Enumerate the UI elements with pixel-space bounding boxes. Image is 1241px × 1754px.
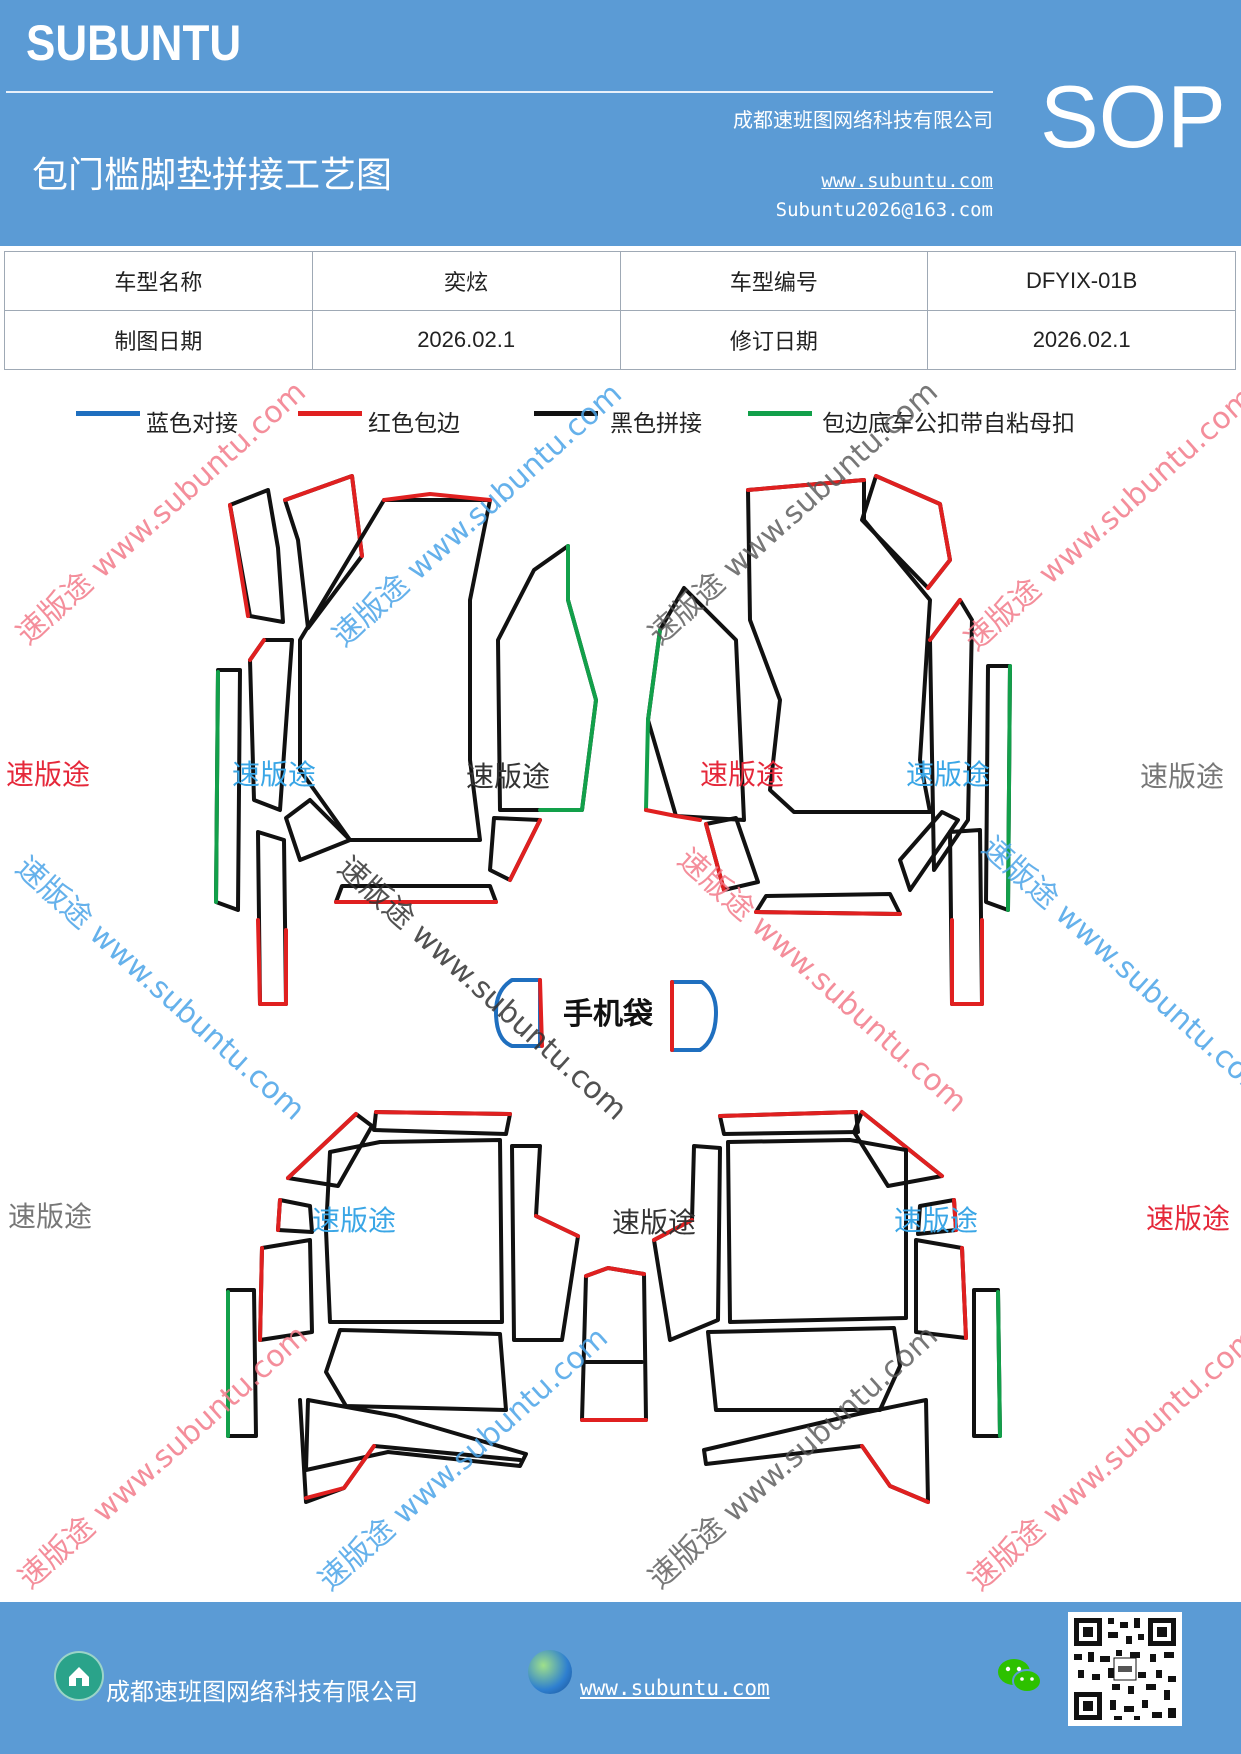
watermark: 速版途 www.subuntu.com: [326, 376, 629, 654]
rear-left-mat: [226, 1110, 580, 1504]
legend-swatch: [298, 411, 362, 416]
watermark: 速版途 www.subuntu.com: [642, 1318, 945, 1596]
header-website-link[interactable]: www.subuntu.com: [821, 170, 993, 192]
watermark: 速版途: [700, 758, 784, 791]
legend-label: 蓝色对接: [146, 411, 238, 437]
front-left-mat: [214, 474, 598, 1006]
watermark: 速版途: [8, 1200, 92, 1233]
model-code-label: 车型编号: [619, 251, 929, 311]
rear-right-mat: [652, 1110, 1002, 1504]
mat-splicing-diagram: 手机袋 速版途 速版途 速版途 速版途 速版途 速版途 速版途 速版途 速版途 …: [6, 374, 1241, 1598]
watermark: 速版途 www.subuntu.com: [331, 850, 634, 1128]
legend-label: 黑色拼接: [610, 411, 702, 437]
table-row: 制图日期 2026.02.1 修订日期 2026.02.1: [4, 310, 1236, 370]
watermark: 速版途 www.subuntu.com: [958, 380, 1241, 658]
watermark: 速版途 www.subuntu.com: [12, 1318, 315, 1596]
revise-date-value: 2026.02.1: [927, 310, 1236, 370]
footer-company: 成都速班图网络科技有限公司: [106, 1678, 418, 1706]
legend-swatch: [534, 411, 598, 416]
header-email: Subuntu2026@163.com: [775, 199, 993, 221]
watermark: 速版途: [1140, 760, 1224, 793]
watermark: 速版途 www.subuntu.com: [10, 374, 313, 652]
model-code-value: DFYIX-01B: [927, 251, 1236, 311]
legend-swatch: [748, 411, 812, 416]
watermark: 速版途 www.subuntu.com: [642, 374, 945, 652]
phone-bag-label: 手机袋: [563, 997, 653, 1032]
watermark: 速版途 www.subuntu.com: [975, 830, 1241, 1108]
draw-date-value: 2026.02.1: [311, 310, 621, 370]
watermark: 速版途 www.subuntu.com: [962, 1320, 1241, 1598]
watermark: 速版途: [894, 1204, 978, 1237]
header-company: 成都速班图网络科技有限公司: [733, 108, 993, 132]
watermark: 速版途: [906, 758, 990, 791]
phone-bag: [494, 978, 718, 1052]
watermark: 速版途: [6, 758, 90, 791]
page-title: 包门槛脚垫拼接工艺图: [32, 155, 393, 196]
sop-badge: SOP: [1040, 67, 1226, 166]
header-banner: [0, 0, 1241, 246]
revise-date-label: 修订日期: [619, 310, 929, 370]
model-name-label: 车型名称: [4, 251, 313, 311]
legend-swatch: [76, 411, 140, 416]
rear-center-mat: [580, 1266, 648, 1422]
qr-code: [1068, 1612, 1182, 1726]
watermark: 速版途: [1146, 1202, 1230, 1235]
watermark: 速版途: [466, 760, 550, 793]
front-right-mat: [644, 474, 1012, 1006]
watermarks: 速版途 速版途 速版途 速版途 速版途 速版途 速版途 速版途 速版途 速版途 …: [6, 374, 1241, 1598]
watermark: 速版途 www.subuntu.com: [671, 842, 974, 1120]
globe-icon: [528, 1650, 572, 1694]
legend-label: 包边底车公扣带自粘母扣: [822, 411, 1075, 437]
watermark: 速版途: [612, 1206, 696, 1239]
draw-date-label: 制图日期: [4, 310, 313, 370]
header-divider: [6, 91, 993, 93]
home-icon: [54, 1651, 104, 1701]
watermark: 速版途: [232, 758, 316, 791]
info-table: 车型名称 奕炫 车型编号 DFYIX-01B 制图日期 2026.02.1 修订…: [4, 251, 1236, 370]
footer-website-link[interactable]: www.subuntu.com: [580, 1676, 770, 1700]
wechat-icon[interactable]: [996, 1654, 1044, 1698]
brand-logo: SUBUNTU: [26, 15, 242, 71]
watermark: 速版途: [312, 1204, 396, 1237]
legend-label: 红色包边: [368, 411, 460, 437]
watermark: 速版途 www.subuntu.com: [9, 850, 312, 1128]
